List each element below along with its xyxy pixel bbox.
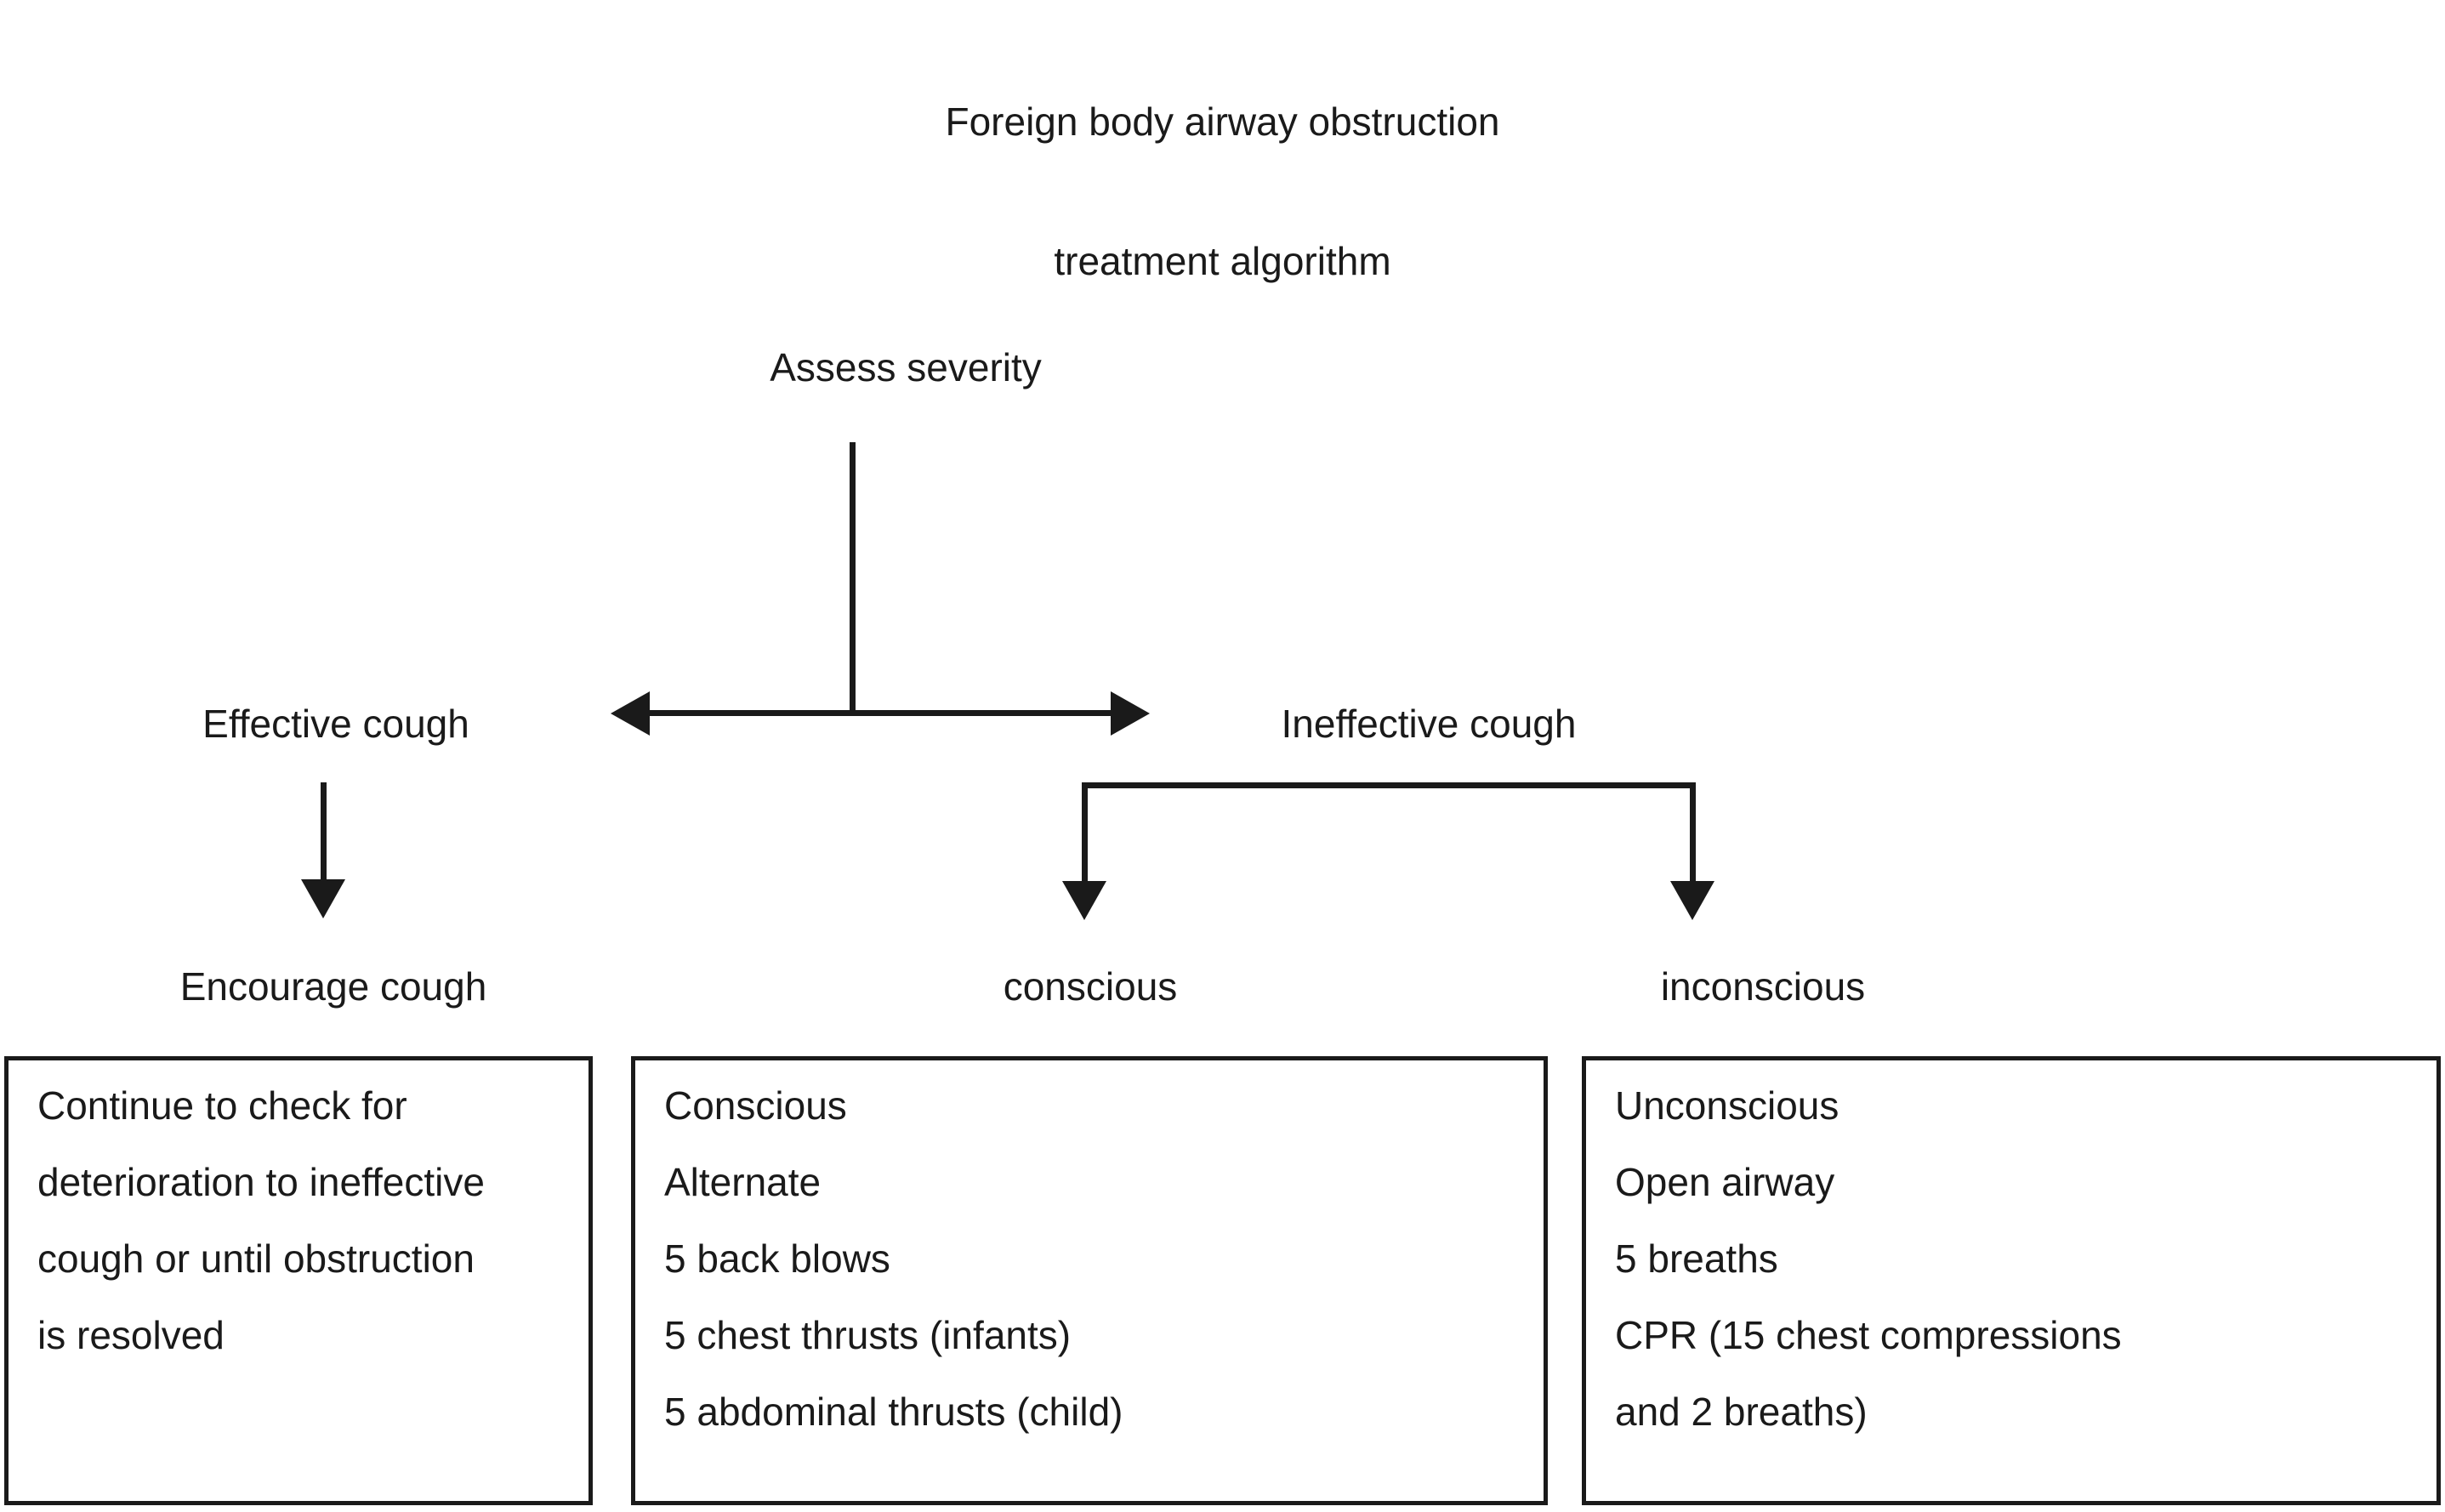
connector-effective-cough-down [321,782,327,884]
connector-bracket-arm-inconscious [1690,782,1696,886]
conscious-box-text: Conscious Alternate 5 back blows 5 chest… [664,1086,1532,1431]
node-conscious: conscious [1003,964,1178,1009]
connector-ineffective-bracket-bar [1082,782,1696,788]
node-ineffective-cough: Ineffective cough [1281,702,1577,746]
diagram-title-line-2: treatment algorithm [1054,239,1391,284]
encourage-cough-box-text: Continue to check for deterioration to i… [37,1086,577,1355]
box-line: Unconscious [1615,1083,1839,1128]
node-encourage-cough: Encourage cough [179,964,487,1009]
box-line: deterioration to ineffective [37,1160,485,1204]
diagram-title: Foreign body airway obstruction treatmen… [0,5,2445,378]
box-line: Continue to check for [37,1083,407,1128]
diagram-title-line-1: Foreign body airway obstruction [945,99,1500,144]
box-line: Conscious [664,1083,847,1128]
box-line: and 2 breaths) [1615,1390,1868,1434]
box-line: Alternate [664,1160,822,1204]
arrowhead-down-inconscious-icon [1670,881,1714,920]
box-line: cough or until obstruction [37,1236,475,1281]
arrowhead-right-icon [1111,691,1150,736]
node-inconscious: inconscious [1660,964,1866,1009]
encourage-cough-box: Continue to check for deterioration to i… [4,1056,593,1505]
arrowhead-down-effective-icon [301,879,345,918]
node-effective-cough: Effective cough [202,702,469,746]
box-line: CPR (15 chest compressions [1615,1313,2122,1357]
node-assess-severity: Assess severity [770,345,1042,389]
connector-split-horizontal [629,710,1116,716]
box-line: 5 chest thrusts (infants) [664,1313,1072,1357]
box-line: 5 abdominal thrusts (child) [664,1390,1123,1434]
box-line: Open airway [1615,1160,1835,1204]
connector-bracket-arm-conscious [1082,782,1088,886]
box-line: is resolved [37,1313,225,1357]
connector-assess-severity-stem [850,442,856,716]
arrowhead-left-icon [611,691,650,736]
arrowhead-down-conscious-icon [1062,881,1106,920]
conscious-box: Conscious Alternate 5 back blows 5 chest… [631,1056,1548,1505]
box-line: 5 back blows [664,1236,890,1281]
unconscious-box-text: Unconscious Open airway 5 breaths CPR (1… [1615,1086,2425,1431]
unconscious-box: Unconscious Open airway 5 breaths CPR (1… [1582,1056,2441,1505]
box-line: 5 breaths [1615,1236,1778,1281]
